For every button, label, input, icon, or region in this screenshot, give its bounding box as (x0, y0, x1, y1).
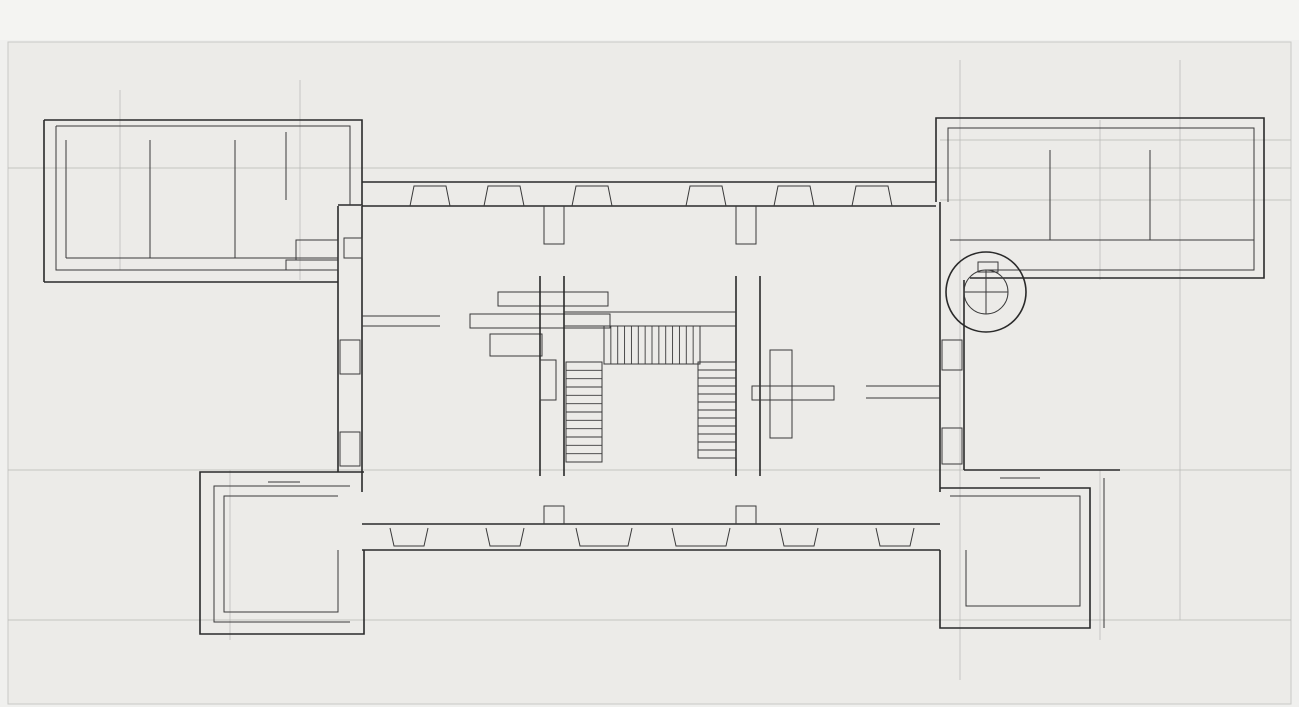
spiral-stair-tower (945, 251, 1027, 333)
wing-bottom-left (199, 471, 365, 635)
side-windows (339, 339, 963, 467)
wing-top-right (935, 117, 1265, 279)
paper-sheet (7, 41, 1292, 705)
bottom-windows (389, 527, 915, 547)
wing-top-left (43, 119, 363, 283)
interior-piers (362, 206, 940, 524)
construction-lines (8, 60, 1291, 680)
stair-treads (565, 325, 737, 463)
sheet-top-edge (0, 0, 1299, 40)
top-windows (409, 185, 893, 207)
wing-bottom-right (939, 477, 1105, 629)
left-fittings (285, 237, 363, 271)
